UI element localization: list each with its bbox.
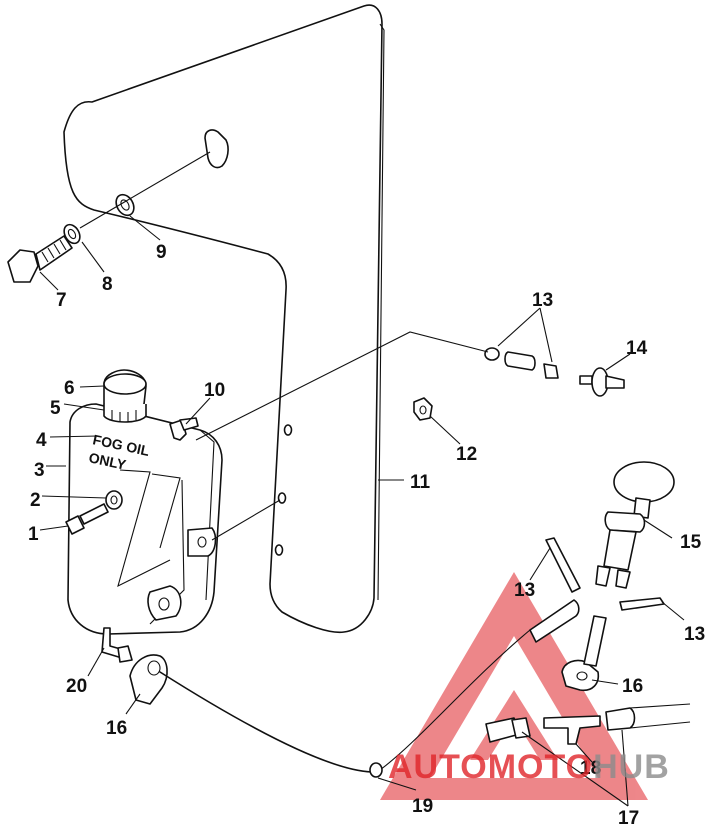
clamp-16-right: [561, 659, 600, 692]
guide-line: [195, 331, 489, 441]
tank-cap-6: [103, 369, 147, 411]
mounting-panel: [63, 4, 383, 634]
bolt-7: [7, 235, 73, 283]
hose-clamp: [511, 717, 531, 739]
callout-13b: 13: [514, 580, 535, 601]
svg-text:AUTOMOTOHUB: AUTOMOTOHUB: [388, 748, 670, 786]
callout-9: 9: [156, 242, 167, 263]
feed-line-19: [159, 671, 373, 773]
nut-12: [413, 397, 433, 421]
spacer-13: [504, 351, 536, 371]
panel-hole: [274, 544, 284, 556]
screw-1-shank: [79, 503, 109, 525]
callout-4: 4: [36, 430, 47, 451]
callout-15: 15: [680, 532, 702, 553]
primer-pump-15: [595, 461, 675, 589]
watermark-moto: MOTO: [488, 748, 593, 786]
washer-2-hole: [110, 495, 118, 505]
callout-20: 20: [66, 676, 87, 697]
callout-11: 11: [410, 472, 431, 493]
washer-9: [115, 193, 135, 217]
bolt-axis-line: [79, 151, 211, 229]
watermark-logo: [380, 572, 648, 800]
callout-18: 18: [580, 758, 601, 779]
callout-5: 5: [50, 398, 61, 419]
screw-1: [65, 515, 85, 535]
outlet-fitting: [117, 645, 133, 663]
hose-stub: [583, 615, 607, 667]
watermark-auto: AUTO: [388, 748, 488, 786]
callout-16-right: 16: [622, 676, 643, 697]
clamp-16-left-hole: [147, 660, 161, 676]
hose-17-right: [605, 707, 636, 731]
fitting-13-pump-right: [619, 597, 665, 611]
clamp-16-left: [129, 654, 168, 705]
watermark-text: AUTOMOTOHUB: [388, 748, 670, 786]
tank-label-line2: ONLY: [87, 449, 128, 473]
callout-2: 2: [30, 490, 41, 511]
callout-17: 17: [618, 808, 639, 825]
washer-9-hole: [120, 199, 130, 211]
callout-6: 6: [64, 378, 75, 399]
callout-7: 7: [56, 290, 67, 311]
check-valve-14: [579, 367, 625, 397]
callout-14: 14: [626, 338, 648, 359]
hose-end-19: [369, 762, 383, 778]
tank-neck-5: [103, 404, 147, 423]
nipple-13: [543, 363, 559, 379]
washer-8: [63, 223, 81, 245]
callout-12: 12: [456, 444, 477, 465]
callout-10: 10: [204, 380, 225, 401]
nut-12-hole: [419, 405, 427, 415]
feed-line-19-rise: [379, 629, 531, 771]
fitting-13-pump-left: [545, 537, 581, 593]
callout-1: 1: [28, 524, 39, 545]
leader-lines: [39, 215, 685, 807]
panel-hole: [283, 424, 293, 436]
oil-tank-3: [67, 403, 223, 635]
mounting-panel-edge: [377, 23, 385, 601]
guide-line: [211, 499, 281, 541]
callout-13a: 13: [532, 290, 553, 311]
clamp-16-right-hole: [576, 671, 588, 681]
watermark-inner-m: [470, 690, 558, 760]
callout-8: 8: [102, 274, 113, 295]
watermark-hub: HUB: [593, 748, 670, 786]
callout-numbers: 1 2 3 4 5 6 7 8 9 10 11 12 13 13 13 14 1…: [28, 242, 705, 825]
callout-13c: 13: [684, 624, 705, 645]
washer-2: [105, 490, 123, 510]
panel-slot: [204, 129, 229, 169]
nut-13: [484, 347, 500, 361]
hose-17-upper: [529, 599, 580, 643]
callout-3: 3: [34, 460, 45, 481]
washer-8-hole: [67, 228, 77, 240]
panel-hole: [277, 492, 287, 504]
callout-19: 19: [412, 796, 433, 817]
hose-17-tail: [629, 703, 691, 729]
callout-16-left: 16: [106, 718, 127, 739]
